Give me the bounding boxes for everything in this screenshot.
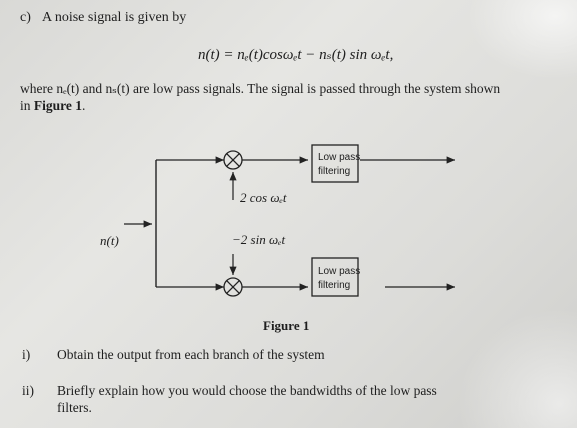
- subquestion-i-label: i): [22, 347, 31, 362]
- bottom-carrier-label: −2 sin ωₑt: [232, 232, 286, 247]
- subquestion-ii-text-1: Briefly explain how you would choose the…: [57, 383, 437, 398]
- where-line-2-prefix: in: [20, 98, 34, 113]
- top-lowpass-box: [311, 144, 359, 183]
- bottom-box-line1: Low pass: [318, 266, 361, 277]
- where-line-2: in Figure 1.: [20, 98, 85, 114]
- question-intro: A noise signal is given by: [42, 10, 187, 25]
- where-line-2-suffix: .: [82, 98, 86, 113]
- light-glare-bottom: [457, 308, 577, 428]
- input-signal-label: n(t): [100, 233, 119, 248]
- figure-reference: Figure 1: [33, 98, 83, 113]
- top-box-line2: filtering: [318, 166, 351, 177]
- top-mixer-icon: [223, 150, 243, 170]
- where-line-1: where nₑ(t) and nₛ(t) are low pass signa…: [20, 81, 501, 96]
- bottom-lowpass-box: [311, 257, 359, 297]
- noise-equation: n(t) = nₑ(t)cosωₑt − nₛ(t) sin ωₑt,: [198, 47, 394, 63]
- subquestion-ii-label: ii): [22, 383, 34, 398]
- subquestion-ii-text-2: filters.: [57, 400, 92, 415]
- figure-caption: Figure 1: [263, 318, 310, 333]
- top-carrier-label: 2 cos ωₑt: [240, 190, 287, 205]
- top-box-line1: Low pass: [318, 152, 361, 163]
- bottom-mixer-icon: [223, 277, 243, 297]
- light-glare: [467, 0, 577, 80]
- bottom-box-line2: filtering: [318, 280, 351, 291]
- subquestion-i-text: Obtain the output from each branch of th…: [57, 347, 325, 362]
- question-label: c): [20, 10, 31, 25]
